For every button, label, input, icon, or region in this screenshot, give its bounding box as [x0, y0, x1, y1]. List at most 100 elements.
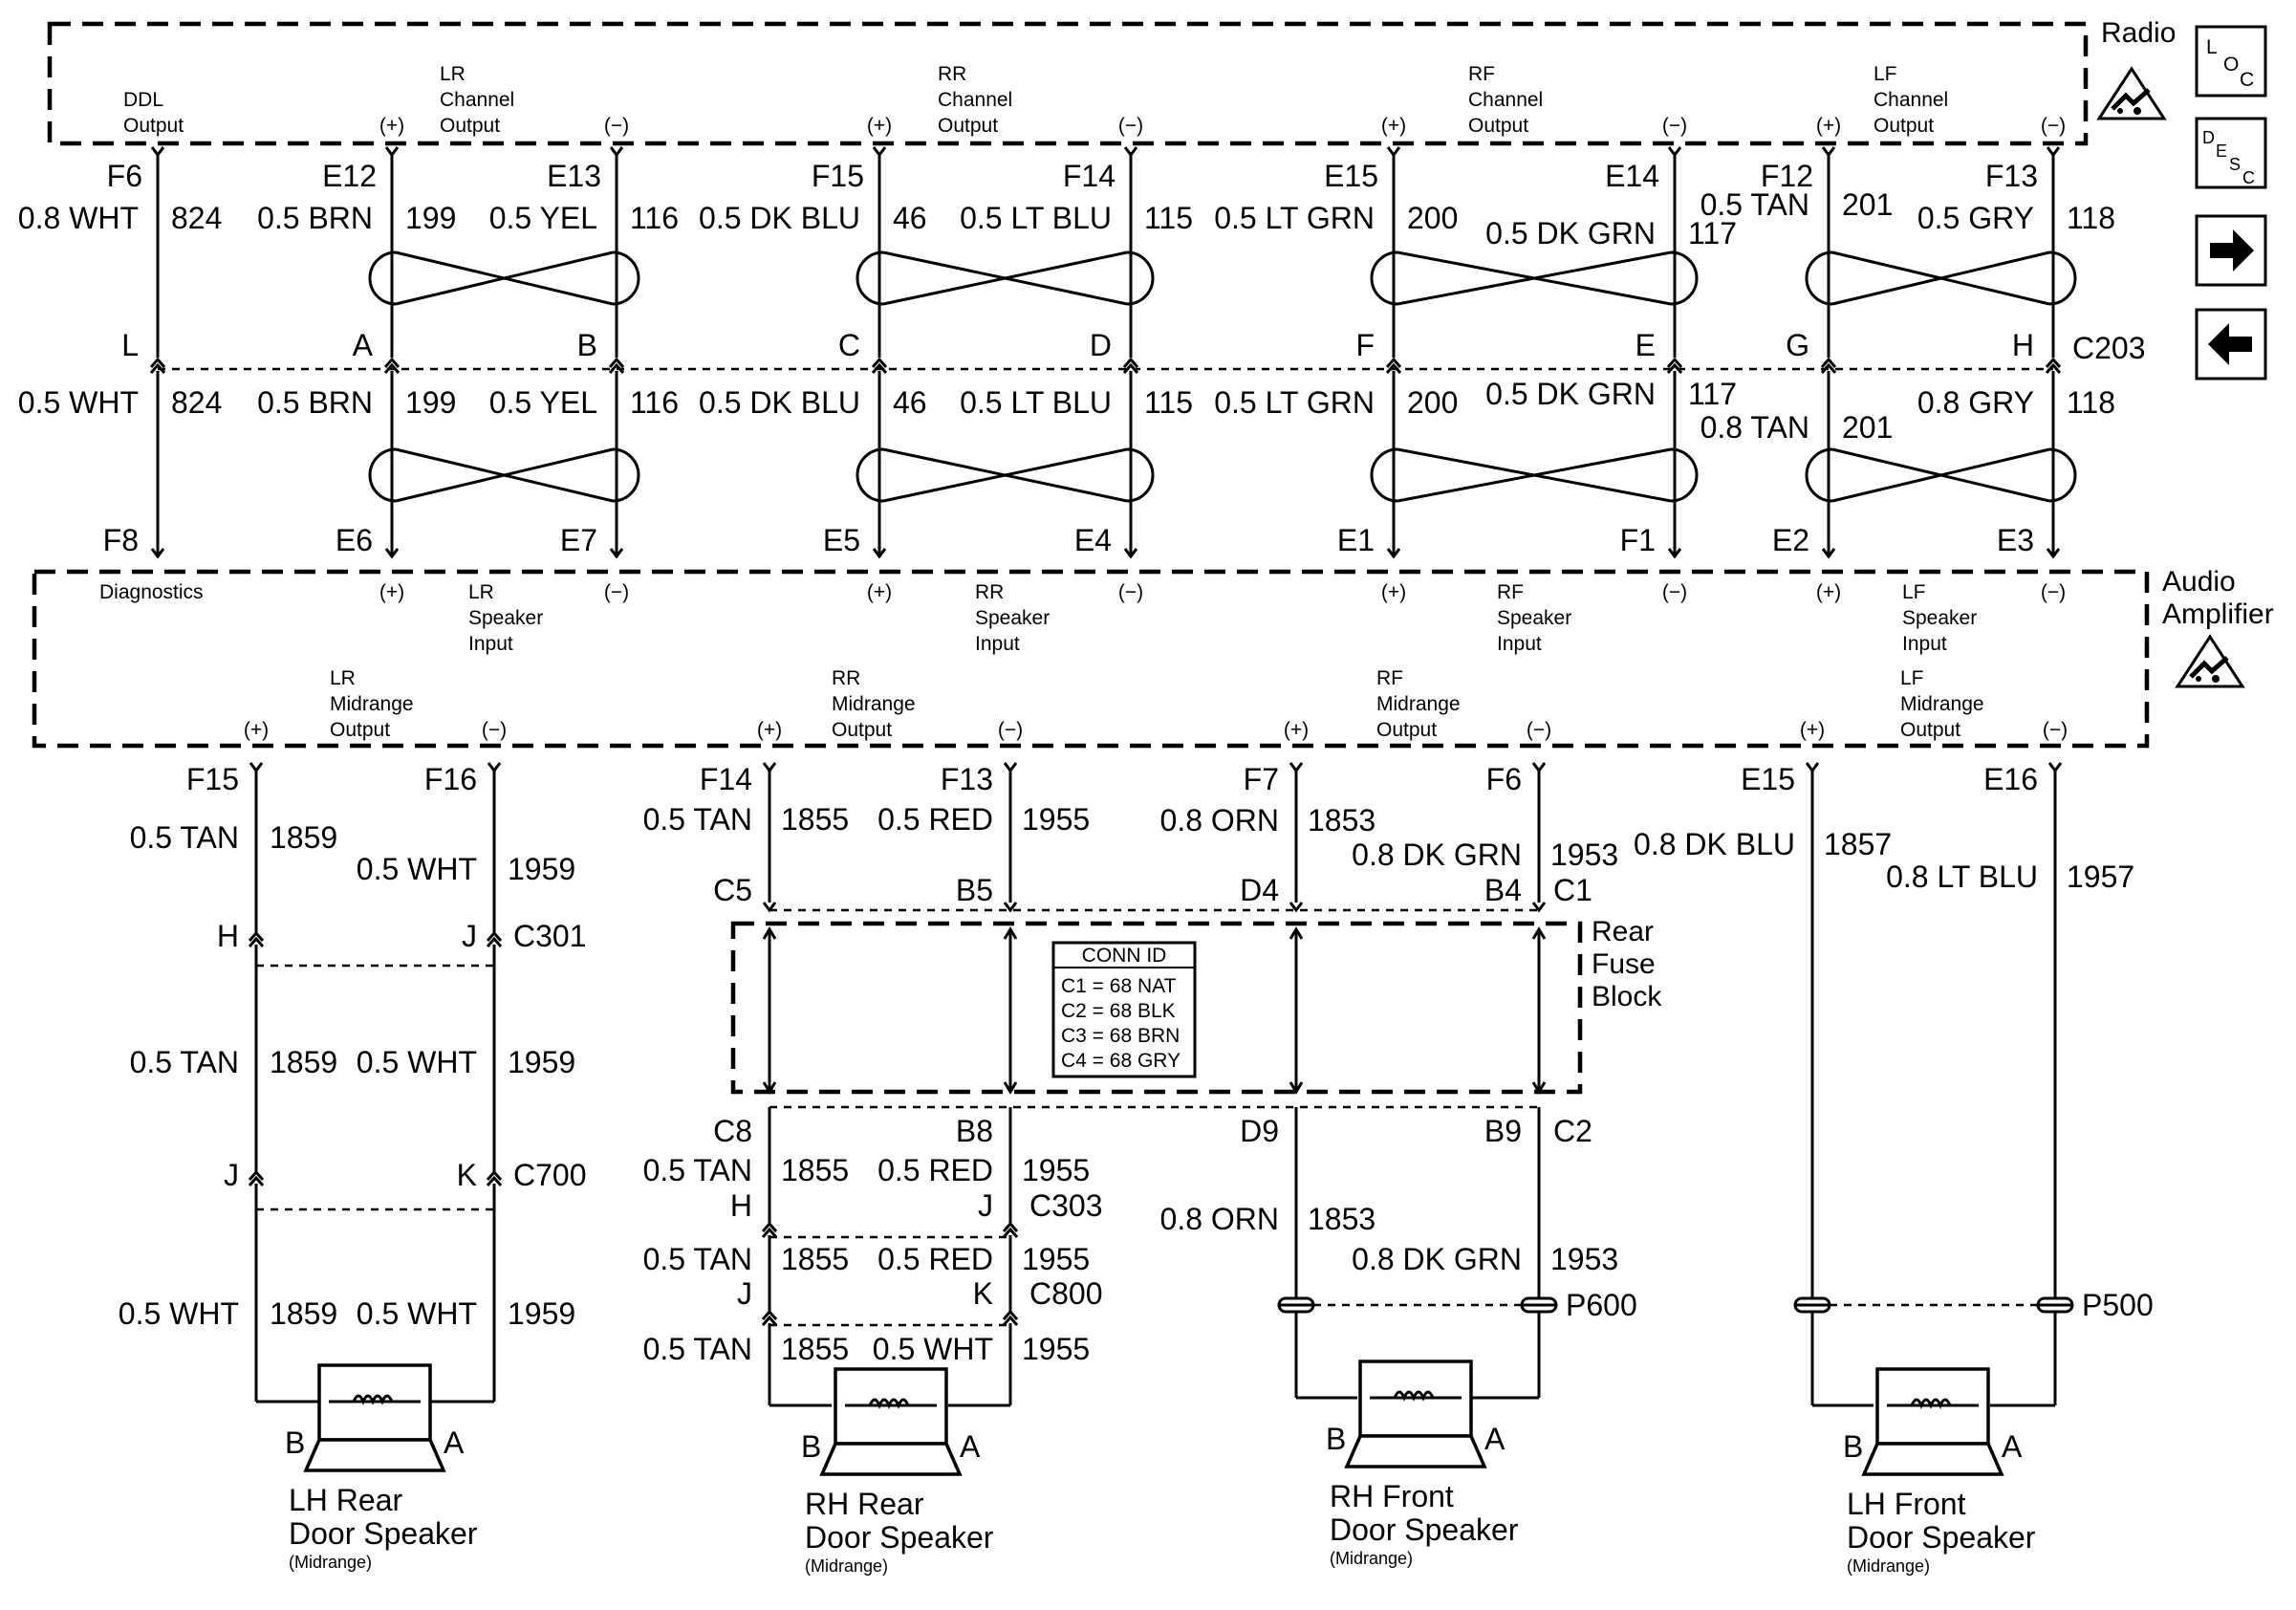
c203-pin [383, 362, 401, 374]
twisted-pair [1805, 250, 1833, 306]
circuit-number: 118 [2067, 201, 2115, 235]
desc-icon[interactable]: D E S C [2195, 117, 2267, 189]
fuse-pin [1289, 902, 1304, 913]
conn-id-box: CONN ID C1 = 68 NAT C2 = 68 BLK C3 = 68 … [1051, 941, 1197, 1078]
c203-cavity: E [1635, 328, 1656, 362]
circuit-number: 1959 [508, 1296, 575, 1331]
amplifier-pin [1667, 548, 1682, 559]
c303-pin [761, 1221, 778, 1232]
speaker-subtitle: (Midrange) [1330, 1549, 1413, 1568]
wire-color-label: 0.5 LT BLU [960, 385, 1112, 420]
amplifier-pin [249, 762, 264, 773]
fuse-internal-arrow [1003, 926, 1018, 1095]
wire-color-label: 0.5 DK BLU [699, 201, 860, 235]
wire-color-label: 0.8 ORN [1160, 1202, 1279, 1236]
fuse-pin [1003, 902, 1018, 913]
amplifier-input-label: Speaker [468, 607, 543, 629]
conn-id-row: C4 = 68 GRY [1061, 1050, 1180, 1072]
wire-color-label: 0.5 WHT [357, 852, 477, 886]
fuse-pin [1531, 902, 1547, 913]
speaker-subtitle: (Midrange) [289, 1553, 372, 1572]
wire-color-label: 0.8 WHT [18, 201, 139, 235]
c203-pin [1820, 357, 1837, 368]
speaker-name: Door Speaker [805, 1520, 994, 1555]
speaker-name: RH Rear [805, 1487, 924, 1521]
amplifier-pin [872, 548, 887, 559]
twisted-pair [368, 447, 397, 503]
amplifier-output-label: Output [1376, 719, 1437, 741]
speaker-terminal-a: A [960, 1429, 981, 1464]
c203-pin [1666, 362, 1683, 374]
polarity-plus: (+) [379, 581, 404, 603]
wire-color-label: 0.8 DK GRN [1352, 838, 1522, 872]
wire-color-label: 0.5 BRN [257, 201, 373, 235]
c301-label: C301 [513, 919, 587, 953]
polarity-plus: (+) [867, 115, 892, 137]
connector-chevron [486, 930, 503, 942]
polarity-minus: (−) [998, 719, 1023, 741]
wire-color-label: 0.5 TAN [1700, 187, 1809, 222]
polarity-minus: (−) [604, 581, 629, 603]
p600-label: P600 [1566, 1288, 1637, 1322]
connector-chevron [248, 1175, 265, 1186]
fuse-internal-arrow [1531, 926, 1547, 1095]
next-icon[interactable] [2195, 214, 2267, 287]
c203-pin [608, 362, 625, 374]
wire-color-label: 0.5 DK GRN [1485, 216, 1656, 250]
fuse-cavity: D4 [1240, 873, 1279, 907]
circuit-number: 1853 [1308, 803, 1375, 838]
circuit-number: 1955 [1022, 1332, 1090, 1366]
polarity-minus: (−) [2043, 719, 2068, 741]
amplifier-input-label: RF [1497, 581, 1524, 603]
amplifier-input-label: LR [468, 581, 494, 603]
c700-cavity: J [224, 1158, 239, 1192]
amplifier-output-label: Output [832, 719, 892, 741]
speaker-coil [1910, 1398, 1952, 1409]
radio-output-label: Channel [440, 89, 514, 111]
c203-cavity: B [577, 328, 597, 362]
prev-icon[interactable] [2195, 308, 2267, 381]
wire-color-label: 0.5 YEL [489, 385, 597, 420]
radio-output-label: Channel [938, 89, 1012, 111]
amplifier-input-label: Speaker [1497, 607, 1571, 629]
c203-pin [1820, 362, 1837, 374]
speaker-coil [352, 1394, 394, 1405]
conn-id-title: CONN ID [1082, 945, 1167, 967]
conn-id-row: C3 = 68 BRN [1061, 1025, 1180, 1047]
twisted-pair [1670, 447, 1699, 503]
c800-cavity: K [973, 1276, 993, 1311]
amplifier-output-label: RR [832, 667, 860, 689]
wire-color-label: 0.5 RED [877, 802, 993, 837]
amplifier-input-label: RR [975, 581, 1004, 603]
speaker-cone [303, 1438, 446, 1472]
fuse-cavity: B8 [956, 1114, 993, 1148]
port-labels: DDLOutputLRChannelOutputRRChannelOutputR… [99, 63, 2068, 741]
connector-chevron [486, 1169, 503, 1181]
amplifier-pin-label: E15 [1741, 762, 1795, 796]
c203-pin [871, 357, 888, 368]
amplifier-output-label: Midrange [832, 693, 916, 715]
radio-pin [384, 146, 400, 158]
c203-cavity: F [1355, 328, 1375, 362]
wire-color-label: 0.8 DK BLU [1634, 827, 1795, 861]
radio-outline [47, 21, 2089, 146]
loc-icon[interactable]: L O C [2195, 25, 2267, 98]
conn-id-row: C1 = 68 NAT [1061, 975, 1177, 997]
c800-pin [761, 1315, 778, 1326]
fuse-cavity: C5 [713, 873, 752, 907]
svg-text:S: S [2229, 155, 2241, 174]
circuit-number: 1855 [781, 802, 849, 837]
wire-color-label: 0.5 TAN [130, 820, 239, 855]
circuit-number: 200 [1407, 385, 1458, 420]
circuit-number: 1955 [1022, 802, 1090, 837]
twisted-pair [612, 250, 640, 306]
radio-output-label: LF [1874, 63, 1897, 85]
c301-cavity: J [462, 919, 477, 953]
c303-label: C303 [1029, 1188, 1103, 1223]
amplifier-pin [1003, 762, 1018, 773]
amplifier-pin-label: E2 [1772, 523, 1809, 557]
p500-label: P500 [2082, 1288, 2154, 1322]
amplifier-outline [32, 569, 2150, 749]
